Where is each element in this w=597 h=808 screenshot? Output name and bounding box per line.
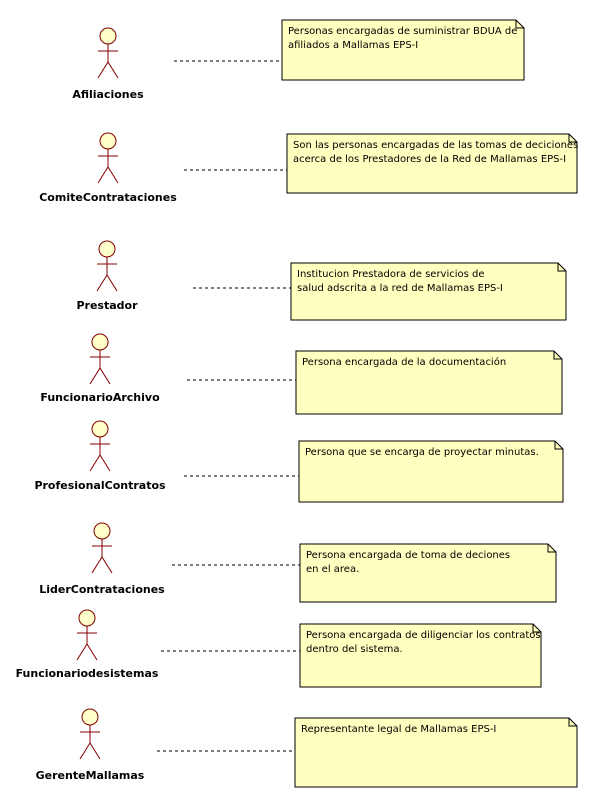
note-box[interactable]: Persona encargada de diligenciar los con… bbox=[299, 623, 542, 688]
actor-label: ComiteContrataciones bbox=[39, 191, 177, 204]
note-text-line: dentro del sistema. bbox=[306, 644, 403, 655]
actor-figure-icon[interactable] bbox=[89, 420, 111, 472]
actor-figure-icon[interactable] bbox=[91, 522, 113, 574]
note-box[interactable]: Persona encargada de toma de deciones en … bbox=[299, 543, 557, 603]
note-body bbox=[299, 543, 557, 603]
note-text-line: salud adscrita a la red de Mallamas EPS-… bbox=[297, 283, 503, 294]
note-text-line: Persona encargada de diligenciar los con… bbox=[306, 630, 541, 641]
note-text-line: acerca de los Prestadores de la Red de M… bbox=[293, 154, 566, 165]
note-box[interactable]: Institucion Prestadora de servicios de s… bbox=[290, 262, 567, 321]
actor-head bbox=[81, 708, 99, 726]
actor-leg-right bbox=[86, 643, 98, 661]
note-body bbox=[290, 262, 567, 321]
note-fold-icon bbox=[554, 441, 563, 450]
note-text-line: Persona encargada de toma de deciones bbox=[306, 550, 510, 561]
actor-figure-icon[interactable] bbox=[97, 132, 119, 184]
note-body bbox=[294, 717, 578, 788]
actor-leg-right bbox=[107, 166, 119, 184]
actor-row: FuncionarioArchivo Persona encargada de l… bbox=[40, 333, 563, 415]
actor-head bbox=[78, 609, 96, 627]
actor-label: FuncionarioArchivo bbox=[40, 391, 160, 404]
note-text-line: Representante legal de Mallamas EPS-I bbox=[301, 724, 496, 735]
note-body bbox=[281, 19, 525, 81]
actor-row: Funcionariodesistemas Persona encargada d… bbox=[16, 609, 542, 688]
actor-figure-icon[interactable] bbox=[96, 240, 118, 292]
actor-leg-left bbox=[97, 166, 109, 184]
actor-figure-icon[interactable] bbox=[89, 333, 111, 385]
note-fold-icon bbox=[568, 718, 577, 727]
note-box[interactable]: Persona que se encarga de proyectar minu… bbox=[298, 440, 564, 503]
actor-leg-right bbox=[99, 454, 111, 472]
note-box[interactable]: Persona encargada de la documentación bbox=[295, 350, 563, 415]
note-body bbox=[299, 623, 542, 688]
actor-head bbox=[91, 420, 109, 438]
actor-leg-left bbox=[89, 454, 101, 472]
actor-leg-left bbox=[96, 274, 108, 292]
note-text-line: Son las personas encargadas de las tomas… bbox=[293, 140, 578, 151]
actor-head bbox=[99, 132, 117, 150]
actor-leg-right bbox=[99, 367, 111, 385]
actor-leg-left bbox=[91, 556, 103, 574]
actor-head bbox=[91, 333, 109, 351]
actor-figure-icon[interactable] bbox=[97, 27, 119, 79]
actor-label: ProfesionalContratos bbox=[34, 479, 166, 492]
actor-row: ComiteContrataciones Son las personas enc… bbox=[39, 132, 578, 204]
actor-leg-right bbox=[89, 742, 101, 760]
note-text-line: en el area. bbox=[306, 564, 359, 575]
note-box[interactable]: Personas encargadas de suministrar BDUA … bbox=[281, 19, 525, 81]
note-box[interactable]: Son las personas encargadas de las tomas… bbox=[286, 133, 578, 194]
note-body bbox=[286, 133, 578, 194]
note-fold-icon bbox=[532, 624, 541, 633]
note-body bbox=[298, 440, 564, 503]
actor-label: Afiliaciones bbox=[72, 88, 144, 101]
actor-row: LiderContrataciones Persona encargada de … bbox=[39, 522, 557, 603]
actor-head bbox=[98, 240, 116, 258]
actor-leg-left bbox=[89, 367, 101, 385]
actor-leg-left bbox=[76, 643, 88, 661]
note-fold-icon bbox=[515, 20, 524, 29]
note-text-line: Institucion Prestadora de servicios de bbox=[297, 269, 485, 280]
note-text-line: Persona encargada de la documentación bbox=[302, 356, 506, 368]
actor-leg-right bbox=[101, 556, 113, 574]
actor-head bbox=[93, 522, 111, 540]
actor-leg-left bbox=[79, 742, 91, 760]
actor-figure-icon[interactable] bbox=[76, 609, 98, 661]
note-box[interactable]: Representante legal de Mallamas EPS-I bbox=[294, 717, 578, 788]
actor-row: ProfesionalContratos Persona que se encar… bbox=[34, 420, 564, 503]
note-text-line: afiliados a Mallamas EPS-I bbox=[288, 40, 418, 51]
note-text-line: Personas encargadas de suministrar BDUA … bbox=[288, 26, 517, 37]
actor-row: GerenteMallamas Representante legal de Ma… bbox=[36, 708, 578, 788]
actor-label: Prestador bbox=[76, 299, 138, 312]
actor-leg-right bbox=[107, 61, 119, 79]
actor-label: GerenteMallamas bbox=[36, 769, 145, 782]
actor-row: Prestador Institucion Prestadora de servi… bbox=[76, 240, 567, 321]
actor-row: Afiliaciones Personas encargadas de sumin… bbox=[72, 19, 525, 101]
note-fold-icon bbox=[547, 544, 556, 553]
actor-label: LiderContrataciones bbox=[39, 583, 165, 596]
actor-label: Funcionariodesistemas bbox=[16, 667, 159, 680]
note-fold-icon bbox=[553, 351, 562, 360]
actor-leg-right bbox=[106, 274, 118, 292]
note-text-line: Persona que se encarga de proyectar minu… bbox=[305, 447, 539, 458]
note-fold-icon bbox=[557, 263, 566, 272]
actor-leg-left bbox=[97, 61, 109, 79]
note-fold-icon bbox=[568, 134, 577, 143]
actor-head bbox=[99, 27, 117, 45]
actor-figure-icon[interactable] bbox=[79, 708, 101, 760]
note-body bbox=[295, 350, 563, 415]
